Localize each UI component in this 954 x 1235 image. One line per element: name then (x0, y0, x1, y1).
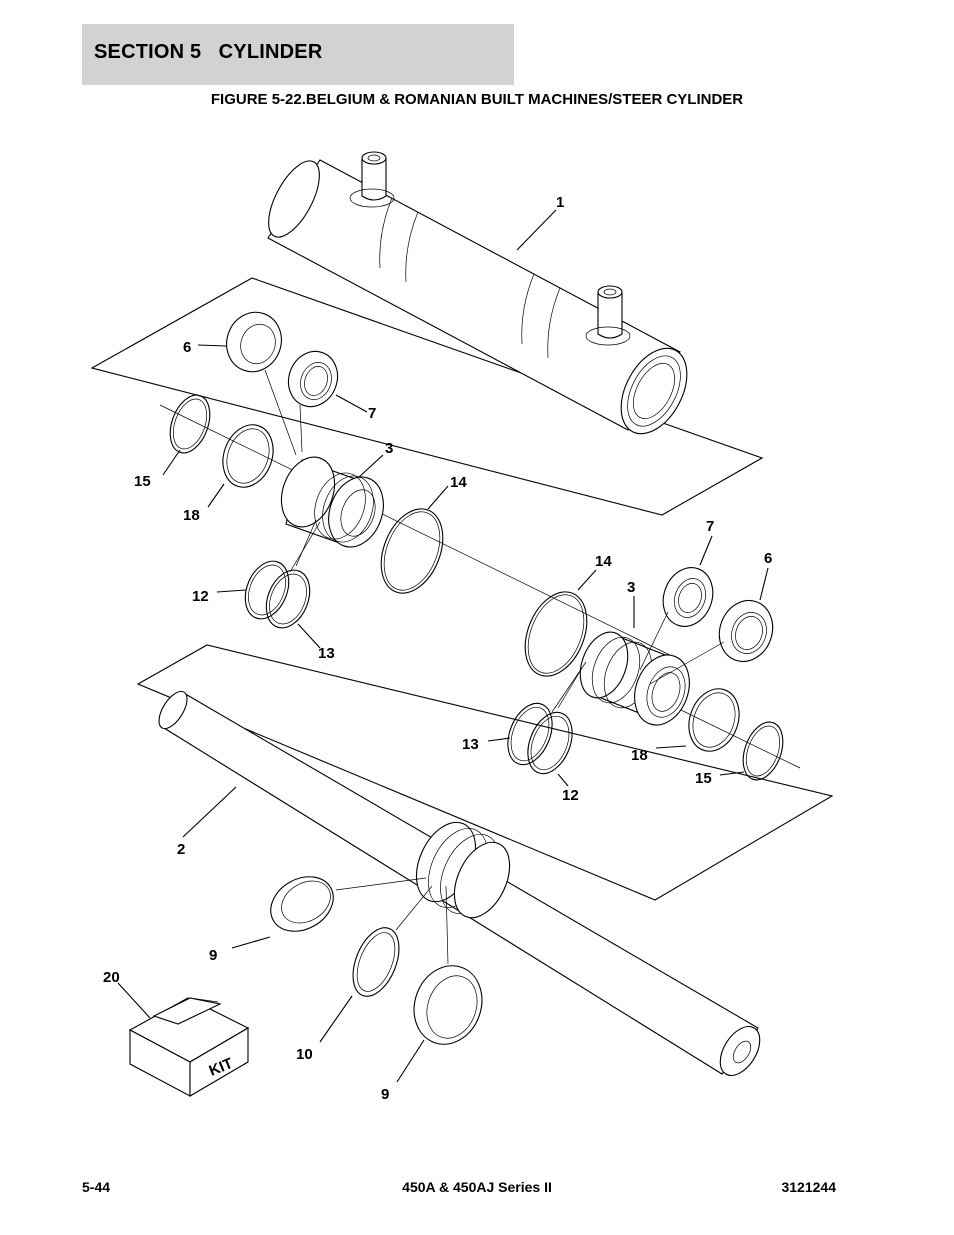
callout-9-upper: 9 (209, 947, 217, 964)
cylinder-rod (158, 690, 761, 1076)
callout-14-left: 14 (450, 474, 467, 491)
callout-13-right: 13 (462, 736, 479, 753)
callout-3-right: 3 (627, 579, 635, 596)
right-piston-parts (507, 567, 784, 781)
callout-12-right: 12 (562, 787, 579, 804)
callout-1: 1 (556, 194, 564, 211)
figure-title: FIGURE 5-22.BELGIUM & ROMANIAN BUILT MAC… (210, 91, 744, 108)
document-number: 3121244 (781, 1179, 836, 1195)
callout-14-right: 14 (595, 553, 612, 570)
rod-bearing-parts (270, 876, 483, 1045)
section-title: SECTION 5 CYLINDER (94, 41, 323, 63)
callout-18-left: 18 (183, 507, 200, 524)
callout-6-right: 6 (764, 550, 772, 567)
model-name: 450A & 450AJ Series II (402, 1179, 552, 1195)
callout-12-left: 12 (192, 588, 209, 605)
callout-7-left: 7 (368, 405, 376, 422)
callout-numbers: 1 6 7 3 15 14 18 7 6 14 3 12 13 13 18 15… (103, 194, 772, 1103)
callout-15-right: 15 (695, 770, 712, 787)
page-number: 5-44 (82, 1179, 111, 1195)
leader-lines (117, 209, 769, 1083)
callout-7-right: 7 (706, 518, 714, 535)
upper-assembly-plane (90, 277, 764, 516)
callout-2: 2 (177, 841, 185, 858)
left-gland-parts (169, 311, 444, 629)
callout-10: 10 (296, 1046, 313, 1063)
lower-assembly-plane (136, 644, 834, 901)
callout-15-left: 15 (134, 473, 151, 490)
section-header: SECTION 5 CYLINDER (82, 24, 514, 85)
callout-3-left: 3 (385, 440, 393, 457)
callout-18-right: 18 (631, 747, 648, 764)
callout-9-lower: 9 (381, 1086, 389, 1103)
cylinder-barrel (267, 151, 688, 435)
callout-6-left: 6 (183, 339, 191, 356)
callout-20: 20 (103, 969, 120, 986)
seal-kit-box (128, 997, 250, 1097)
callout-13-left: 13 (318, 645, 335, 662)
